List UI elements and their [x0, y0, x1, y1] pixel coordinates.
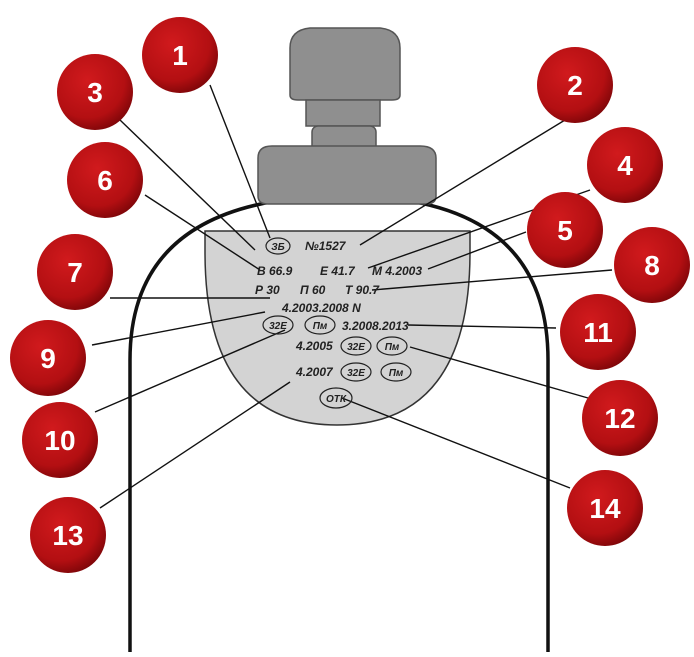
oval-mark — [265, 237, 291, 255]
callout-6: 6 — [67, 142, 143, 218]
oval-c — [340, 336, 372, 356]
oval-otk — [319, 387, 353, 409]
callout-label-1: 1 — [172, 40, 188, 71]
stamp-mark: ЗБ — [271, 242, 285, 253]
stamp-m: М 4.2003 — [372, 264, 422, 278]
callout-label-14: 14 — [589, 493, 621, 524]
leader-6 — [144, 194, 261, 271]
stamp-oval-d: Пм — [385, 342, 400, 353]
callout-11: 11 — [560, 294, 636, 370]
stamp-dates: 4.2003.2008 N — [281, 301, 361, 315]
stamp-range: 3.2008.2013 — [342, 319, 409, 333]
leader-13 — [99, 381, 291, 509]
callout-12: 12 — [582, 380, 658, 456]
leader-3 — [119, 119, 256, 251]
callout-label-12: 12 — [604, 403, 635, 434]
leader-2 — [359, 119, 566, 246]
callout-1: 1 — [142, 17, 218, 93]
oval-a — [262, 315, 294, 335]
leader-5 — [427, 231, 527, 270]
leader-14 — [341, 397, 571, 489]
oval-b — [304, 315, 336, 335]
callout-label-9: 9 — [40, 343, 56, 374]
callout-3: 3 — [57, 54, 133, 130]
callout-4: 4 — [587, 127, 663, 203]
oval-d — [376, 336, 408, 356]
stamp-oval-c: 32Е — [347, 342, 365, 353]
stamp-2005: 4.2005 — [295, 339, 333, 353]
stamp-2007: 4.2007 — [295, 365, 334, 379]
callout-label-3: 3 — [87, 77, 103, 108]
leader-9 — [91, 311, 266, 346]
stamp-e: Е 41.7 — [320, 264, 356, 278]
oval-e — [340, 362, 372, 382]
callout-14: 14 — [567, 470, 643, 546]
leader-8 — [371, 269, 613, 291]
callout-label-5: 5 — [557, 215, 573, 246]
callout-5: 5 — [527, 192, 603, 268]
stamp-otk: ОТК — [326, 394, 347, 405]
callout-label-10: 10 — [44, 425, 75, 456]
leader-12 — [409, 346, 589, 399]
callout-label-11: 11 — [583, 317, 613, 348]
leader-11 — [407, 324, 557, 329]
stamp-p: Р 30 — [255, 283, 280, 297]
leader-10 — [94, 329, 286, 413]
stamp-oval-a: 32Е — [269, 321, 287, 332]
callout-9: 9 — [10, 320, 86, 396]
stamp-text: ЗБ №1527 В 66.9 Е 41.7 М 4.2003 Р 30 П 6… — [255, 237, 422, 409]
stamp-oval-f: Пм — [389, 368, 404, 379]
callout-label-4: 4 — [617, 150, 633, 181]
stamp-serial: №1527 — [305, 239, 347, 253]
callout-2: 2 — [537, 47, 613, 123]
callout-13: 13 — [30, 497, 106, 573]
callout-label-13: 13 — [52, 520, 83, 551]
valve-stem — [305, 99, 381, 127]
stamp-plate — [204, 230, 471, 426]
valve-handwheel — [289, 27, 401, 101]
callout-7: 7 — [37, 234, 113, 310]
callouts: 1 2 3 4 5 6 7 8 9 10 11 12 13 14 — [10, 17, 690, 573]
valve — [257, 27, 437, 205]
callout-label-7: 7 — [67, 257, 83, 288]
callout-label-8: 8 — [644, 250, 660, 281]
stamp-v: В 66.9 — [257, 264, 293, 278]
oval-f — [380, 362, 412, 382]
leader-lines — [91, 84, 613, 509]
stamp-t: Т 90.7 — [345, 283, 380, 297]
stamp-pi: П 60 — [300, 283, 326, 297]
callout-8: 8 — [614, 227, 690, 303]
valve-base — [257, 145, 437, 205]
stamp-oval-b: Пм — [313, 321, 328, 332]
leader-1 — [209, 84, 271, 239]
callout-label-6: 6 — [97, 165, 113, 196]
callout-label-2: 2 — [567, 70, 583, 101]
callout-10: 10 — [22, 402, 98, 478]
stamp-oval-e: 32Е — [347, 368, 365, 379]
